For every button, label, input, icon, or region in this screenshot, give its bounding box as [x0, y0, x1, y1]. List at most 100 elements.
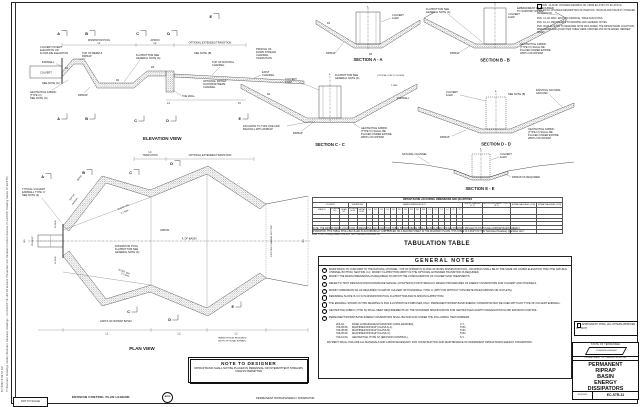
marker-flag [171, 30, 178, 36]
label-geotextile: (TYPE IV) SHALL BE [361, 129, 386, 133]
leader-line [380, 17, 392, 23]
general-notes-title: GENERAL NOTES [319, 257, 571, 266]
label-transition: TRANSITION [142, 154, 157, 157]
label-exist-channel: CHANNEL [262, 73, 275, 77]
pay-item: 709-05.09,MACHINED RIP-RAP (CLASS C),TON… [336, 332, 568, 335]
label-ten-min: 10' MIN. [55, 256, 57, 264]
table-column-header [482, 207, 511, 216]
label-optional-extended: OPTIONAL EXTENDED TRANSITION [189, 154, 232, 157]
general-note-letter: B [322, 275, 328, 281]
elevation-riprap-band [61, 58, 167, 89]
label-d1: D1 [327, 22, 331, 25]
label-culvert-ew: CULVERT [500, 152, 512, 156]
general-note-letter: H [322, 315, 328, 322]
elevation-toe-wall [165, 70, 175, 93]
label-culvert-ew: & EW. [285, 80, 292, 84]
label-l4: L4 [167, 102, 170, 105]
label-culvert-ew: CULVERT [392, 13, 404, 17]
label-d4: D4 [369, 53, 373, 56]
pay-item-desc: GEOTEXTILE (TYPE IV) (EROSION CONTROL), [352, 335, 409, 339]
label-optional-riprap: IN DOWNSTREAM [203, 82, 225, 86]
marker-flag [242, 113, 249, 120]
marker-a: A [57, 32, 60, 36]
label-l5: L5 [238, 102, 241, 105]
label-top-of-riprap: TOP OF [69, 194, 76, 202]
label-dissipator-pool: GENERAL NOTE (A) [115, 250, 140, 254]
marker-flag [235, 301, 242, 308]
label-geotextile: WIDTH OF RIPRAP [528, 136, 551, 140]
label-profile-downstream: PROFILE OF [256, 47, 272, 51]
plan-markers-top: A B C D [41, 160, 181, 179]
marker-flag [138, 115, 145, 122]
leader-line [352, 122, 361, 129]
revision-marker: 1 [537, 4, 542, 9]
label-embankment: TO SUPPORT RIPRAP [517, 9, 544, 13]
rped-symbol: RPED [162, 392, 173, 403]
state-seal: STANDARD DRAWING [573, 346, 638, 355]
plan-riprap-band-top [62, 165, 267, 232]
label-see-note-b: SEE NOTE (B) [194, 51, 211, 55]
note-to-designer-title: NOTE TO DESIGNER [221, 360, 277, 366]
sheet-number: EC-STR-31 [606, 393, 625, 397]
centerline-symbol: ℄ [328, 73, 331, 76]
marker-b: B [82, 171, 85, 175]
transition-edge [265, 195, 309, 205]
pay-item-unit: TON, [460, 329, 467, 333]
leader-line [253, 74, 262, 79]
label-culvert-ew: & EW. [500, 155, 507, 159]
elevation-view-drawing: CULVERT DISSIPATOR POOL L1 APRON L2 OPTI… [29, 13, 305, 141]
label-top-of-berm: TOP OF BERM & [82, 51, 102, 55]
sheet-border [11, 2, 638, 404]
pay-items-list: 203-01,ROAD & DRAINAGE EXCAVATION (UNCLA… [336, 323, 568, 339]
tabulation-caption: TABULATION TABLE [404, 241, 470, 247]
label-limits-of-riprap: LIMITS OF RIPRAP BASIN [100, 319, 132, 323]
marker-flag [174, 160, 181, 166]
leader-line [172, 89, 182, 96]
tabulation-table: RIPRAP BASIN LOCATIONS, DIMENSIONS AND Q… [311, 197, 564, 234]
section-c-riprap-band [240, 83, 418, 123]
sheet-title-line: BASIN [597, 374, 614, 381]
label-dissipator-pool: FLATBOTTOM SEE [115, 247, 138, 251]
label-riprap: RIPRAP [450, 51, 460, 55]
label-geotextile: SEE NOTE (G) [30, 96, 48, 100]
marker-flag [89, 113, 96, 120]
label-dissipator-pool: DISSIPATOR POOL [115, 244, 139, 248]
table-column-header [535, 207, 564, 216]
label-culvert: CULVERT [32, 235, 34, 246]
label-l1: L1 [106, 333, 109, 336]
label-toe-wall: TOE WALL [182, 94, 196, 98]
leader-line [286, 120, 314, 127]
centerline-symbol: ℄ [366, 6, 369, 9]
revision-entry: RVD. 8-1-12: MINOR EDITS TO DRAWING AND … [537, 21, 608, 24]
table-column-header: ROADWAY NO. [330, 207, 340, 216]
table-column-header: TOP OF RIPRAP ELEV. [357, 207, 367, 216]
label-flatbottom: FLATBOTTOM SEE [136, 53, 159, 57]
note-to-designer-body: RIPRAP BASIN SHALL NOT BE PLACED IN PERE… [194, 366, 303, 374]
marker-flag [86, 169, 93, 175]
label-culvert-ew: & EW. [392, 16, 399, 20]
pay-item-desc: MACHINED RIP-RAP (CLASS A-1), [352, 325, 393, 329]
pay-item-unit: S.Y. [460, 335, 465, 339]
marker-b: B [85, 117, 88, 121]
marker-b: B [85, 32, 88, 36]
general-note-text: WARP BASIN TO CONFORM TO THE NATURAL CHA… [328, 267, 568, 274]
label-l1: L1 [98, 42, 101, 45]
label-geotextile: GEOTEXTILE FABRIC [528, 127, 555, 131]
margin-timestamp: 5/7/2022 9:06:57 AM [1, 366, 4, 392]
pay-item-no: 740-10.03, [336, 335, 349, 339]
payment-note: PAYMENT SHALL INCLUDE ALL MATERIALS AND … [327, 340, 533, 344]
leader-line [55, 63, 62, 67]
section-b-drawing: ℄ FLATBOTTOM SEE GENERAL NOTE (A) EMBANK… [423, 2, 567, 63]
label-see-note-g: SEE NOTE (G) [42, 81, 60, 85]
label-geotextile: WIDTH OF RIPRAP [361, 135, 384, 139]
label-endwall-note: SEE NOTE (F) [22, 193, 39, 197]
leader-line [539, 12, 559, 16]
marker-e: E [209, 15, 212, 19]
label-flatbottom: FLATBOTTOM SEE [335, 73, 358, 77]
marker-flag [133, 169, 140, 175]
transition-edge [265, 277, 309, 287]
